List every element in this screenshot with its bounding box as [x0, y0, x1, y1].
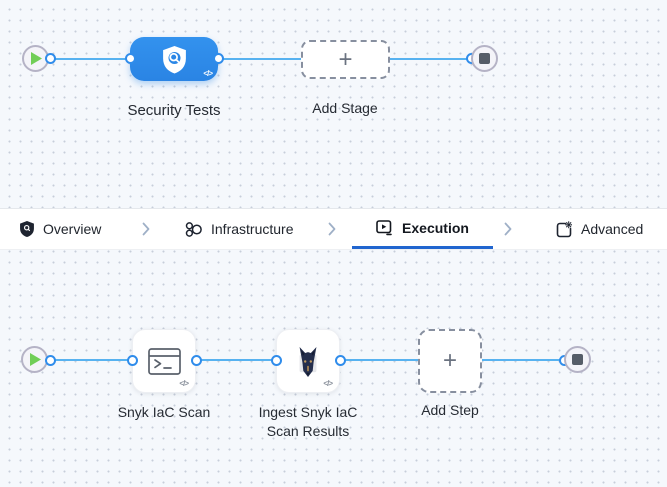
execution-end-node [564, 346, 591, 373]
play-icon [30, 353, 41, 366]
step-label: Snyk IaC Scan [117, 404, 211, 420]
stage-tab-bar: Overview Infrastructure Execution [0, 208, 667, 250]
plus-icon: + [442, 347, 457, 374]
tab-label: Execution [402, 219, 469, 236]
step-node-ingest-snyk-results[interactable]: </> [276, 329, 340, 393]
chevron-right-icon [328, 209, 336, 249]
step-label: Ingest Snyk IaC Scan Results [258, 404, 358, 439]
execution-icon [376, 219, 392, 235]
tab-advanced[interactable]: Advanced [556, 209, 643, 249]
step-node-snyk-iac-scan[interactable]: </> [132, 329, 196, 393]
execution-start-node [21, 346, 48, 373]
stage-label: Security Tests [127, 102, 221, 119]
connector-port[interactable] [126, 354, 138, 366]
connector-port[interactable] [190, 354, 202, 366]
tab-label: Infrastructure [211, 221, 294, 237]
add-step-label: Add Step [421, 402, 479, 418]
add-step-button[interactable]: + [418, 329, 482, 393]
terminal-icon [147, 347, 181, 375]
tab-overview[interactable]: Overview [20, 209, 101, 249]
shield-icon [20, 221, 34, 237]
edge-connector [196, 359, 276, 361]
pipeline-end-node [471, 45, 498, 72]
edge-connector [50, 359, 132, 361]
connector-port[interactable] [270, 354, 282, 366]
plus-icon: + [338, 45, 353, 73]
stop-icon [479, 53, 490, 64]
connector-port[interactable] [45, 53, 56, 64]
connector-port[interactable] [44, 354, 56, 366]
edge-connector [340, 359, 418, 361]
edge-connector [51, 58, 130, 60]
infrastructure-icon [185, 221, 202, 237]
stage-node-security-tests[interactable]: </> [130, 37, 218, 81]
edge-connector [390, 58, 471, 60]
advanced-icon [556, 220, 572, 237]
connector-port[interactable] [334, 354, 346, 366]
code-badge: </> [323, 379, 333, 388]
tab-infrastructure[interactable]: Infrastructure [185, 209, 293, 249]
code-badge: </> [179, 379, 189, 388]
connector-port[interactable] [212, 53, 224, 64]
security-shield-icon [162, 45, 186, 73]
tab-label: Advanced [581, 221, 644, 237]
connector-port[interactable] [124, 53, 136, 64]
stop-icon [572, 354, 583, 365]
edge-connector [218, 58, 301, 60]
add-stage-button[interactable]: + [301, 40, 390, 79]
snyk-dog-icon [299, 346, 317, 377]
play-icon [31, 52, 42, 65]
code-badge: </> [203, 69, 213, 78]
tab-label: Overview [43, 221, 102, 237]
chevron-right-icon [142, 209, 150, 249]
chevron-right-icon [504, 209, 512, 249]
tab-execution[interactable]: Execution [352, 209, 493, 249]
add-stage-label: Add Stage [312, 100, 378, 116]
edge-connector [482, 359, 564, 361]
